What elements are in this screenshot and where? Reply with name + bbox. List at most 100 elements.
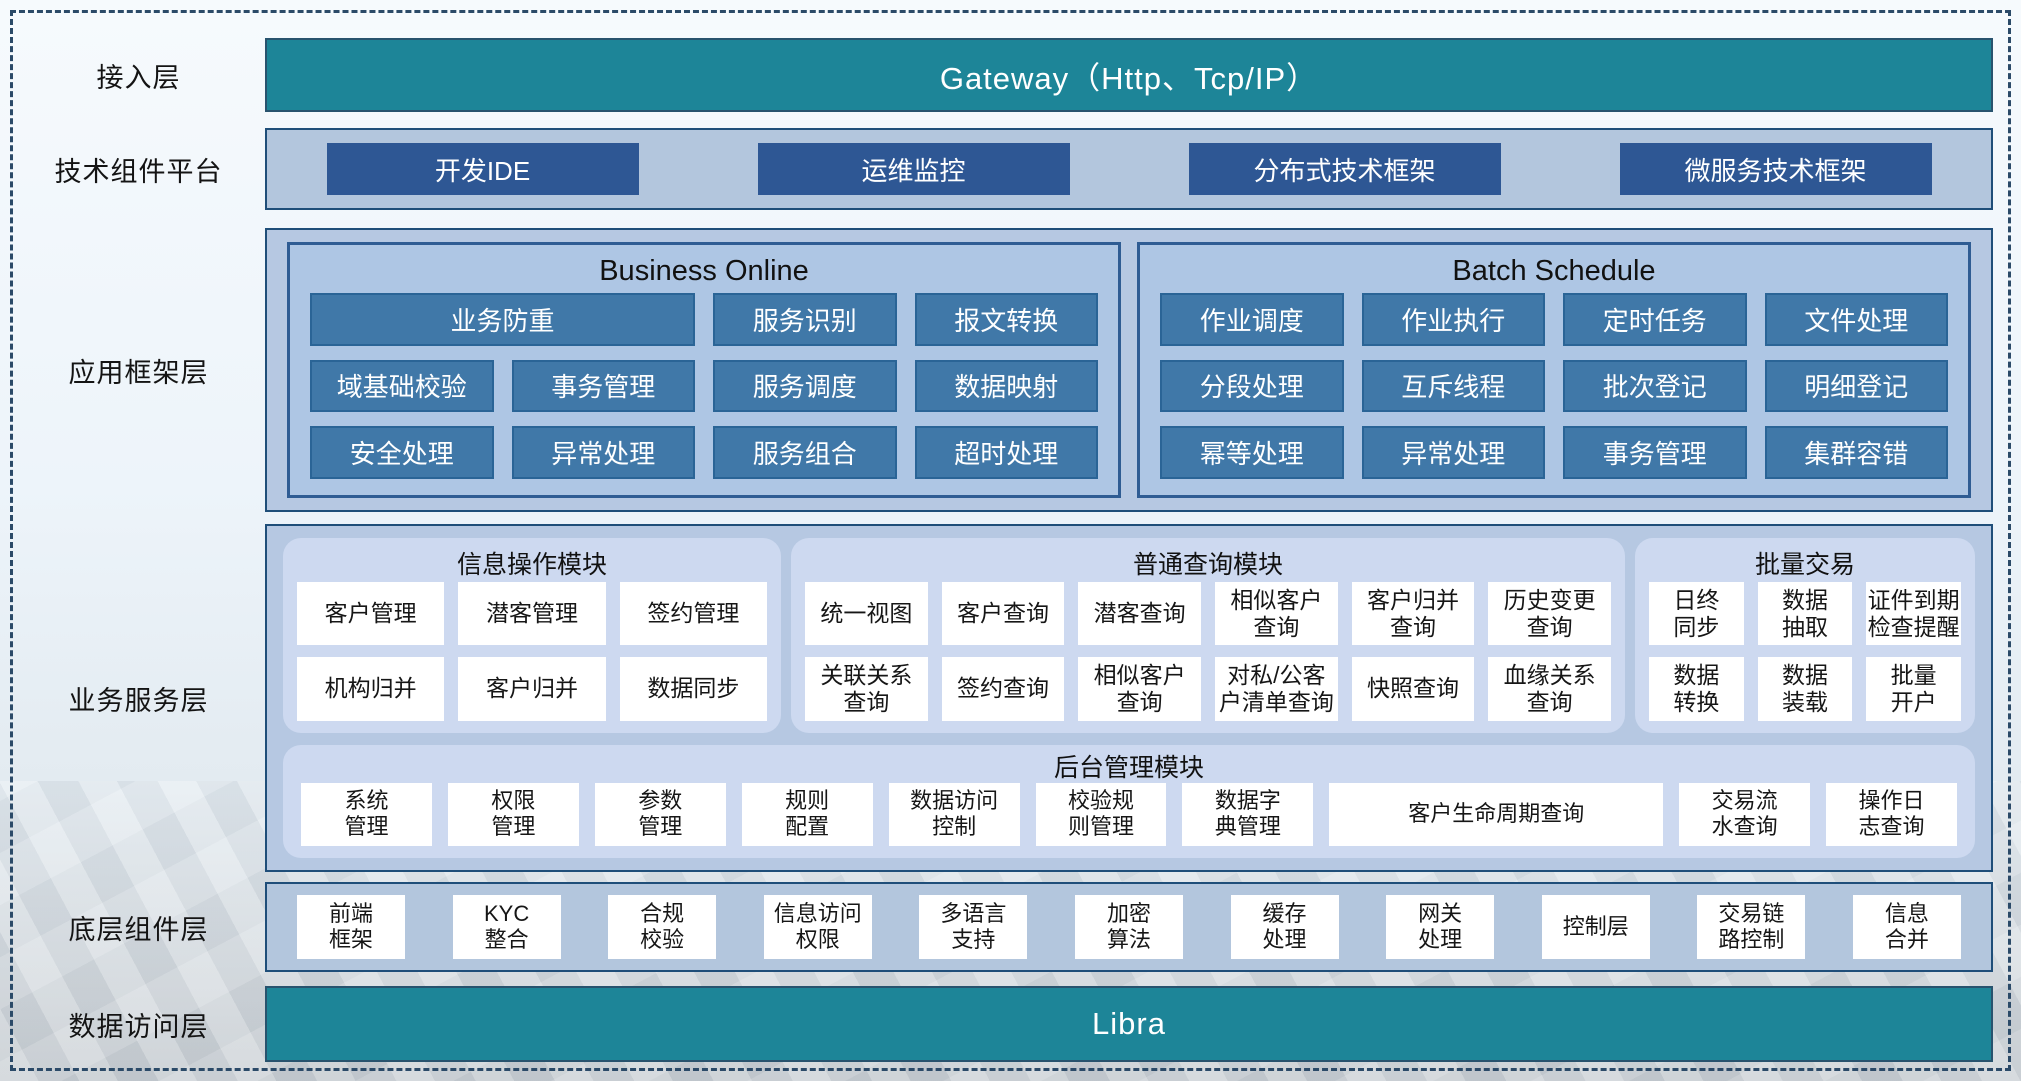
gateway-bar: Gateway（Http、Tcp/IP）: [265, 38, 1993, 112]
admin-module: 后台管理模块 系统 管理权限 管理参数 管理规则 配置数据访问 控制校验规 则管…: [283, 744, 1975, 858]
module-batch-trade: 批量交易日终 同步数据 抽取证件到期 检查提醒数据 转换数据 装载批量 开户: [1635, 538, 1975, 733]
layer-label-app-framework: 应用框架层: [68, 357, 209, 388]
admin-cell: 客户生命周期查询: [1329, 782, 1664, 846]
admin-cell: 规则 配置: [741, 782, 873, 846]
base-cell: 前端 框架: [297, 895, 405, 959]
module-cell: 潜客查询: [1078, 582, 1201, 646]
layer-row-data-access: 数据访问层 Libra: [12, 986, 2009, 1062]
base-cell: 缓存 处理: [1230, 895, 1339, 959]
module-title: 信息操作模块: [456, 551, 607, 579]
layer-row-access: 接入层 Gateway（Http、Tcp/IP）: [12, 38, 2009, 112]
group-title: Batch Schedule: [1452, 254, 1656, 287]
diagram-content: 接入层 Gateway（Http、Tcp/IP） 技术组件平台 开发IDE 运维监…: [12, 12, 2009, 1069]
group-title: Business Online: [599, 254, 809, 287]
framework-button: 业务防重: [310, 293, 695, 346]
base-cell: KYC 整合: [452, 895, 561, 959]
framework-button: 文件处理: [1764, 293, 1948, 346]
module-cell: 数据 转换: [1649, 657, 1744, 721]
libra-bar: Libra: [265, 986, 1993, 1062]
framework-button: 安全处理: [310, 426, 494, 479]
admin-cell: 权限 管理: [447, 782, 579, 846]
tech-platform-panel: 开发IDE 运维监控 分布式技术框架 微服务技术框架: [265, 128, 1993, 210]
group-grid: 业务防重服务识别报文转换域基础校验事务管理服务调度数据映射安全处理异常处理服务组…: [310, 293, 1098, 479]
module-cell: 统一视图: [805, 582, 928, 646]
framework-button: 明细登记: [1764, 359, 1948, 413]
module-cell: 数据 抽取: [1757, 582, 1853, 646]
business-modules-row: 信息操作模块客户管理潜客管理签约管理机构归并客户归并数据同步普通查询模块统一视图…: [283, 538, 1975, 733]
base-cell: 合规 校验: [608, 895, 717, 959]
admin-cell: 校验规 则管理: [1035, 782, 1167, 846]
module-cell: 相似客户 查询: [1214, 582, 1338, 646]
admin-cells-row: 系统 管理权限 管理参数 管理规则 配置数据访问 控制校验规 则管理数据字 典管…: [301, 782, 1957, 846]
base-cell: 网关 处理: [1386, 895, 1495, 959]
module-grid: 客户管理潜客管理签约管理机构归并客户归并数据同步: [297, 582, 767, 721]
module-cell: 潜客管理: [458, 582, 606, 646]
module-cell: 签约查询: [941, 657, 1065, 721]
module-cell: 证件到期 检查提醒: [1866, 582, 1961, 646]
admin-cell: 操作日 志查询: [1826, 782, 1957, 846]
framework-button: 事务管理: [511, 359, 695, 413]
module-title: 批量交易: [1754, 551, 1855, 579]
framework-button: 作业调度: [1160, 293, 1344, 346]
group-grid: 作业调度作业执行定时任务文件处理分段处理互斥线程批次登记明细登记幂等处理异常处理…: [1160, 293, 1948, 479]
module-cell: 批量 开户: [1866, 657, 1961, 721]
admin-cell: 数据访问 控制: [888, 782, 1020, 846]
module-cell: 日终 同步: [1649, 582, 1744, 646]
module-cell: 对私/公客 户清单查询: [1214, 657, 1338, 721]
tech-button: 运维监控: [757, 143, 1070, 195]
framework-button: 超时处理: [914, 426, 1098, 479]
layer-label-tech-platform: 技术组件平台: [54, 156, 223, 187]
framework-button: 互斥线程: [1361, 359, 1545, 413]
tech-button: 开发IDE: [326, 143, 639, 195]
framework-button: 分段处理: [1160, 359, 1344, 413]
framework-button: 批次登记: [1563, 359, 1747, 413]
framework-button: 异常处理: [1361, 426, 1545, 479]
module-cell: 客户归并 查询: [1351, 582, 1475, 646]
framework-button: 异常处理: [511, 426, 695, 479]
module-info-operations: 信息操作模块客户管理潜客管理签约管理机构归并客户归并数据同步: [283, 538, 781, 733]
framework-button: 作业执行: [1361, 293, 1545, 346]
base-cell: 信息 合并: [1852, 895, 1961, 959]
admin-cell: 数据字 典管理: [1182, 782, 1314, 846]
admin-module-title: 后台管理模块: [1053, 753, 1204, 782]
layer-row-business-service: 业务服务层 信息操作模块客户管理潜客管理签约管理机构归并客户归并数据同步普通查询…: [12, 524, 2009, 872]
module-cell: 相似客户 查询: [1078, 657, 1201, 721]
base-cell: 信息访问 权限: [763, 895, 872, 959]
module-cell: 机构归并: [297, 657, 445, 721]
group-batch-schedule: Batch Schedule 作业调度作业执行定时任务文件处理分段处理互斥线程批次…: [1137, 242, 1971, 498]
layer-label-business-service: 业务服务层: [68, 685, 209, 716]
module-cell: 关联关系 查询: [805, 657, 928, 721]
framework-button: 域基础校验: [310, 359, 494, 413]
framework-button: 服务调度: [713, 359, 897, 413]
business-service-panel: 信息操作模块客户管理潜客管理签约管理机构归并客户归并数据同步普通查询模块统一视图…: [265, 524, 1993, 872]
module-cell: 数据同步: [619, 657, 767, 721]
framework-button: 幂等处理: [1160, 426, 1344, 479]
layer-label-base-components: 底层组件层: [68, 914, 209, 945]
base-cell: 控制层: [1541, 895, 1650, 959]
framework-button: 定时任务: [1563, 293, 1747, 346]
framework-button: 集群容错: [1764, 426, 1948, 479]
layer-label-data-access: 数据访问层: [68, 1011, 209, 1042]
module-cell: 客户管理: [297, 582, 445, 646]
base-cell: 交易链 路控制: [1697, 895, 1806, 959]
module-cell: 数据 装载: [1757, 657, 1853, 721]
module-title: 普通查询模块: [1132, 551, 1283, 579]
tech-button: 分布式技术框架: [1188, 143, 1501, 195]
framework-button: 报文转换: [914, 293, 1098, 346]
framework-button: 事务管理: [1563, 426, 1747, 479]
admin-cell: 交易流 水查询: [1679, 782, 1811, 846]
base-cell: 多语言 支持: [919, 895, 1028, 959]
module-cell: 历史变更 查询: [1488, 582, 1611, 646]
module-grid: 统一视图客户查询潜客查询相似客户 查询客户归并 查询历史变更 查询关联关系 查询…: [805, 582, 1611, 721]
framework-button: 数据映射: [914, 359, 1098, 413]
module-grid: 日终 同步数据 抽取证件到期 检查提醒数据 转换数据 装载批量 开户: [1649, 582, 1961, 721]
module-general-query: 普通查询模块统一视图客户查询潜客查询相似客户 查询客户归并 查询历史变更 查询关…: [791, 538, 1625, 733]
admin-cell: 系统 管理: [301, 782, 432, 846]
layer-label-access: 接入层: [96, 62, 181, 93]
module-cell: 客户查询: [941, 582, 1065, 646]
tech-button: 微服务技术框架: [1619, 143, 1932, 195]
module-cell: 签约管理: [619, 582, 767, 646]
